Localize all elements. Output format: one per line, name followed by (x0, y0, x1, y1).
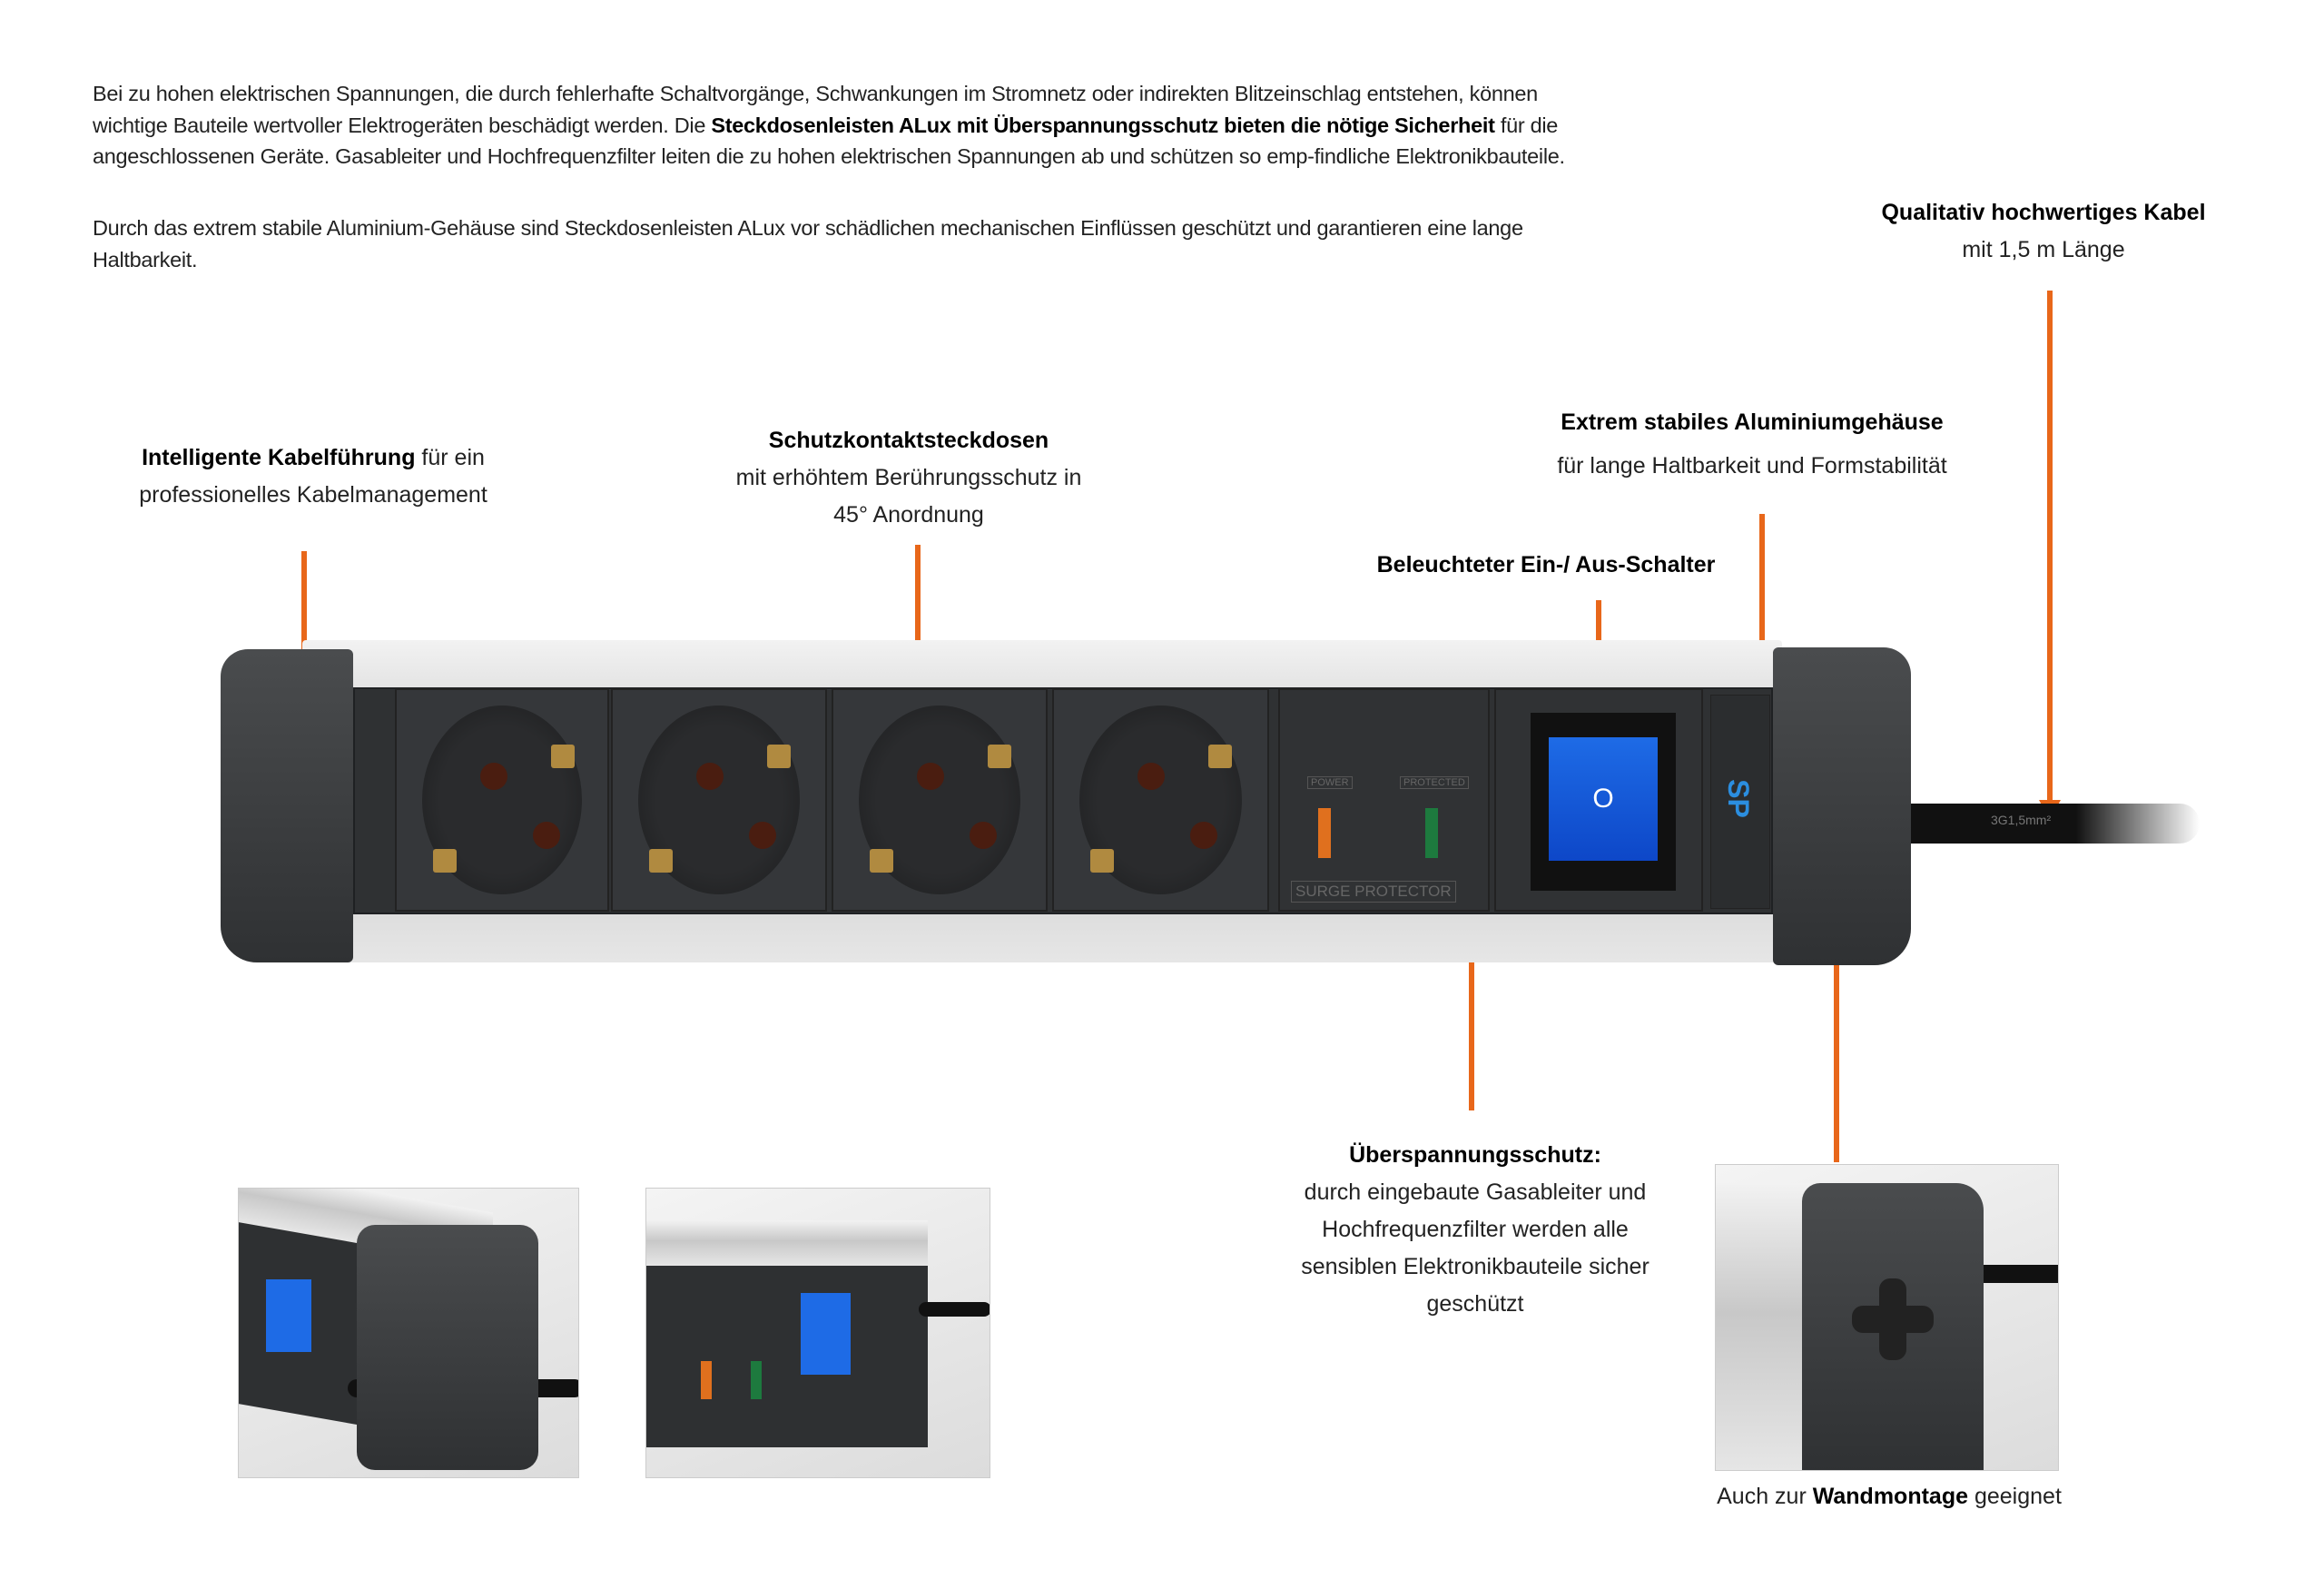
power-indicator (1318, 808, 1331, 858)
callout-cable-management: Intelligente Kabelführung für ein profess… (139, 439, 487, 514)
caption-text: geeignet (1968, 1484, 2062, 1509)
callout-text: mit erhöhtem Berührungsschutz in (735, 465, 1082, 490)
cable: 3G1,5mm² (1891, 804, 2200, 844)
callout-title: Schutzkontaktsteckdosen (768, 428, 1049, 453)
callout-text: geschützt (1426, 1291, 1524, 1317)
callout-sockets: Schutzkontaktsteckdosen mit erhöhtem Berü… (736, 422, 1082, 534)
callout-text: Hochfrequenzfilter werden alle (1322, 1217, 1629, 1242)
switch-panel: O (1494, 688, 1703, 912)
callout-cable: Qualitativ hochwertiges Kabel mit 1,5 m L… (1881, 194, 2205, 269)
surge-panel: POWER PROTECTED SURGE PROTECTOR (1278, 688, 1490, 912)
switch-symbol: O (1592, 784, 1614, 814)
callout-housing: Extrem stabiles Aluminiumgehäuse für lang… (1557, 400, 1946, 488)
intro-text: für die angeschlossenen Geräte. Gasablei… (93, 113, 1565, 169)
end-cap-right (1773, 647, 1911, 965)
brand-logo: SP (1721, 779, 1755, 818)
intro-bold: Steckdosenleisten ALux mit Überspannungs… (711, 113, 1495, 137)
thumbnail-cable-guide (238, 1188, 579, 1478)
end-cap-left (221, 649, 353, 962)
callout-text: für ein (415, 445, 485, 470)
callout-text: durch eingebaute Gasableiter und (1304, 1179, 1647, 1205)
socket-4 (1052, 688, 1269, 912)
caption-text: Auch zur (1717, 1484, 1813, 1509)
power-strip-image: 3G1,5mm² POWER PROTECTED SURGE PROTECTOR… (221, 640, 2209, 976)
intro-paragraph-2: Durch das extrem stabile Aluminium-Gehäu… (93, 216, 1523, 271)
cable-print: 3G1,5mm² (1991, 813, 2052, 827)
callout-switch: Beleuchteter Ein-/ Aus-Schalter (1377, 547, 1716, 584)
callout-title: Qualitativ hochwertiges Kabel (1881, 200, 2206, 225)
callout-text: sensiblen Elektronikbauteile sicher (1301, 1254, 1649, 1279)
protected-indicator (1425, 808, 1438, 858)
intro-text: Bei zu hohen elektrischen Spannungen, di… (93, 82, 1538, 137)
callout-title: Extrem stabiles Aluminiumgehäuse (1561, 410, 1944, 435)
socket-1 (395, 688, 609, 912)
callout-text: für lange Haltbarkeit und Formstabilität (1557, 453, 1947, 479)
callout-title: Überspannungsschutz: (1349, 1142, 1601, 1168)
caption-bold: Wandmontage (1812, 1484, 1969, 1509)
arrow-wall (1834, 961, 1839, 1162)
surge-protector-label: SURGE PROTECTOR (1291, 881, 1456, 903)
socket-2 (611, 688, 827, 912)
protected-label: PROTECTED (1400, 776, 1469, 789)
callout-title: Beleuchteter Ein-/ Aus-Schalter (1376, 552, 1716, 577)
thumbnail-wall-mount (1715, 1164, 2059, 1471)
caption-wall-mount: Auch zur Wandmontage geeignet (1717, 1478, 2062, 1515)
callout-text: professionelles Kabelmanagement (139, 482, 487, 508)
logo-panel: SP (1710, 695, 1770, 909)
power-label: POWER (1307, 776, 1353, 789)
callout-title: Intelligente Kabelführung (142, 445, 416, 470)
callout-text: 45° Anordnung (833, 502, 984, 528)
intro-paragraph-1: Bei zu hohen elektrischen Spannungen, di… (93, 78, 1581, 173)
thumbnail-switch-detail (645, 1188, 990, 1478)
callout-text: mit 1,5 m Länge (1962, 237, 2125, 262)
arrow-housing (1751, 514, 1773, 676)
socket-3 (832, 688, 1048, 912)
callout-surge: Überspannungsschutz: durch eingebaute Gas… (1301, 1137, 1649, 1323)
power-switch[interactable]: O (1549, 737, 1658, 861)
